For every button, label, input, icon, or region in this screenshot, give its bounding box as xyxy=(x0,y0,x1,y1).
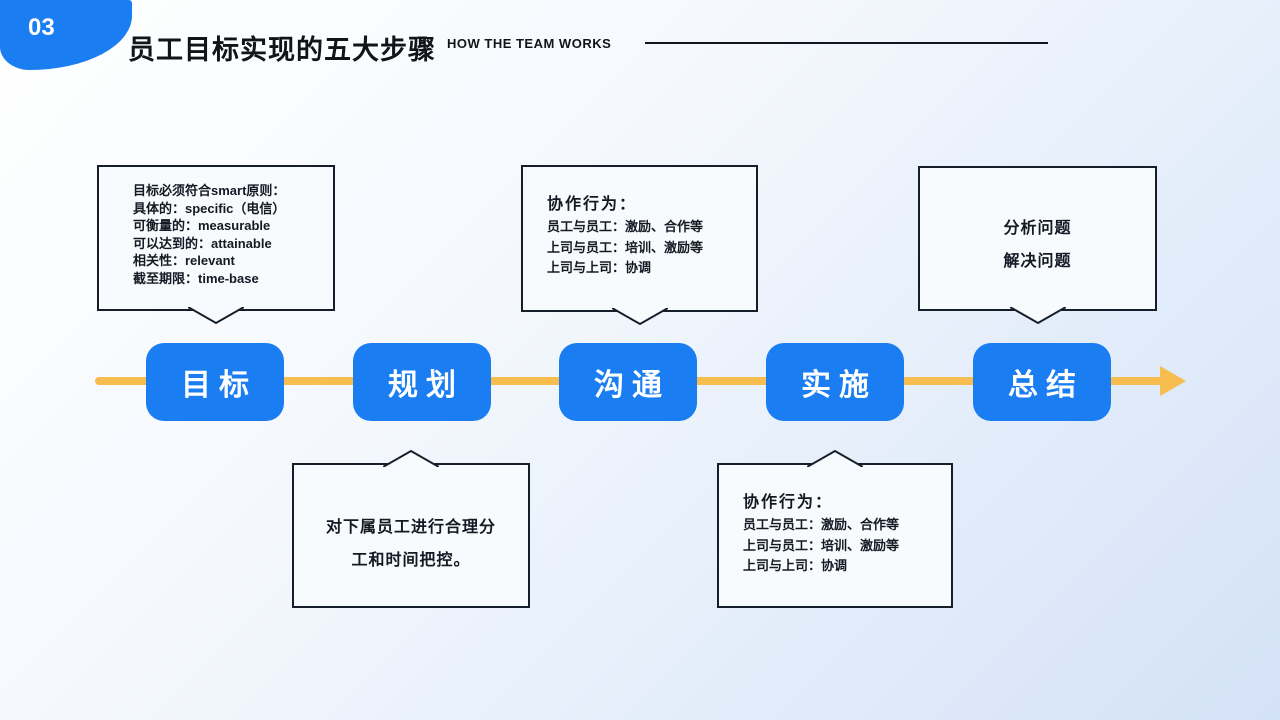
callout-notch-down-icon xyxy=(611,308,668,326)
callout-implementation: 协作行为： 员工与员工：激励、合作等 上司与员工：培训、激励等 上司与上司：协调 xyxy=(717,449,953,608)
callout-implementation-line: 员工与员工：激励、合作等 xyxy=(743,517,900,532)
step-goal: 目标 xyxy=(146,343,284,421)
callout-implementation-line: 上司与员工：培训、激励等 xyxy=(743,537,900,553)
callout-summary-line: 解决问题 xyxy=(1003,253,1072,270)
callout-notch-up-icon xyxy=(807,449,863,467)
callout-goal-line: 具体的：specific（电信） xyxy=(133,200,286,216)
callout-goal-line: 相关性：relevant xyxy=(133,253,235,268)
callout-planning: 对下属员工进行合理分 工和时间把控。 xyxy=(292,449,530,608)
callout-implementation-line: 上司与上司：协调 xyxy=(743,558,848,573)
header-divider xyxy=(645,42,1048,44)
timeline-arrow-head-icon xyxy=(1160,366,1186,396)
callout-goal: 目标必须符合smart原则： 具体的：specific（电信） 可衡量的：mea… xyxy=(97,165,335,325)
callout-implementation-title: 协作行为： xyxy=(743,494,834,511)
step-goal-label: 目标 xyxy=(181,369,257,402)
corner-blob-shape xyxy=(0,0,132,70)
callout-goal-line: 可衡量的：measurable xyxy=(133,218,271,233)
page-number: 03 xyxy=(28,14,55,41)
callout-notch-down-icon xyxy=(188,307,244,325)
step-communication: 沟通 xyxy=(559,343,697,421)
callout-planning-line: 对下属员工进行合理分 xyxy=(325,519,496,536)
page-title: 员工目标实现的五大步骤 xyxy=(128,35,436,65)
step-implementation-label: 实施 xyxy=(801,369,877,402)
callout-goal-line: 目标必须符合smart原则： xyxy=(133,183,286,198)
page-subtitle: HOW THE TEAM WORKS xyxy=(447,36,612,51)
callout-summary-line: 分析问题 xyxy=(1003,220,1072,237)
callout-communication-title: 协作行为： xyxy=(547,196,638,213)
step-summary-label: 总结 xyxy=(1008,369,1084,402)
callout-notch-up-icon xyxy=(383,449,439,467)
callout-goal-line: 截至期限：time-base xyxy=(133,270,259,286)
step-implementation: 实施 xyxy=(766,343,904,421)
step-communication-label: 沟通 xyxy=(594,369,670,402)
callout-communication: 协作行为： 员工与员工：激励、合作等 上司与员工：培训、激励等 上司与上司：协调 xyxy=(521,165,758,326)
callout-planning-line: 工和时间把控。 xyxy=(351,552,471,569)
callout-communication-line: 上司与员工：培训、激励等 xyxy=(547,239,704,255)
step-planning-label: 规划 xyxy=(388,369,464,402)
callout-goal-line: 可以达到的：attainable xyxy=(133,235,272,251)
callout-communication-line: 上司与上司：协调 xyxy=(547,260,652,275)
callout-summary: 分析问题 解决问题 xyxy=(918,166,1157,325)
callout-communication-line: 员工与员工：激励、合作等 xyxy=(547,219,704,234)
step-summary: 总结 xyxy=(973,343,1111,421)
callout-notch-down-icon xyxy=(1009,307,1066,325)
step-planning: 规划 xyxy=(353,343,491,421)
